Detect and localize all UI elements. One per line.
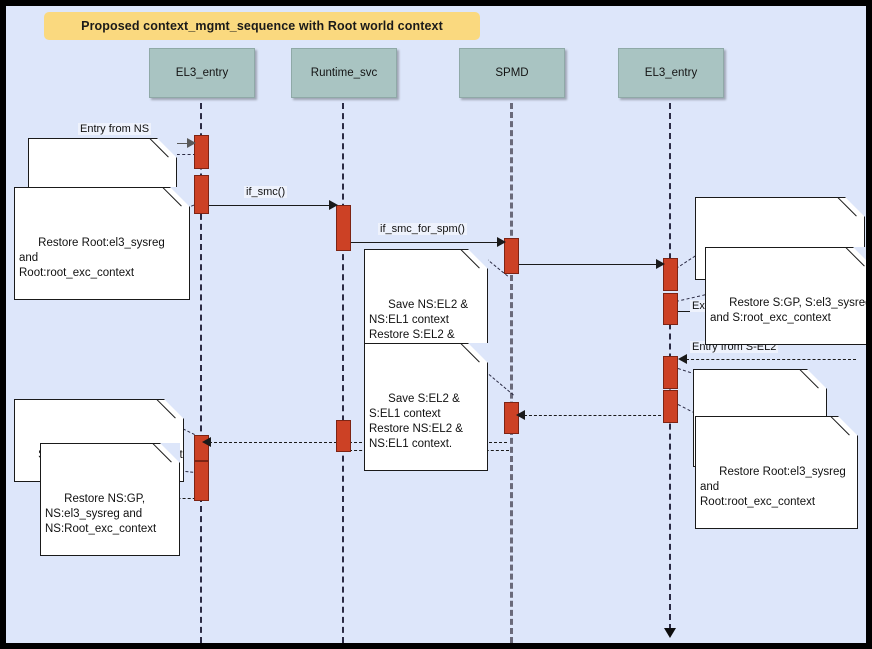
lifeline-header-el3-entry-2[interactable]: EL3_entry [618,48,724,98]
note-fold-icon [468,249,488,269]
message-line-if-smc-for-spm [349,242,499,243]
lifeline-label: Runtime_svc [310,67,378,79]
lifeline-label: SPMD [495,67,529,79]
message-arrowhead-if-smc-for-spm [497,237,506,247]
note-restore-s-gp: Restore S:GP, S:el3_sysreg and S:root_ex… [705,247,866,345]
activation-bar [194,135,209,169]
diagram-title-banner: Proposed context_mgmt_sequence with Root… [44,12,480,40]
lifeline-header-spmd[interactable]: SPMD [459,48,565,98]
message-arrowhead-spmd-to-el3-entry1-return [202,437,211,447]
activation-bar [663,390,678,423]
message-line-spmd-to-el3-entry [517,264,658,265]
activation-bar [663,293,678,325]
message-label-entry-from-ns: Entry from NS [78,123,152,135]
note-text: Save S:EL2 & S:EL1 context Restore NS:EL… [369,393,463,450]
message-line-entry-from-s-el2 [686,359,856,360]
note-text: Restore S:GP, S:el3_sysreg and S:root_ex… [710,297,866,324]
message-line-if-smc [207,205,331,206]
note-fold-icon [838,416,858,436]
message-arrowhead-if-smc [329,200,338,210]
note-fold-icon [160,443,180,463]
lifeline-label: EL3_entry [175,67,229,79]
activation-bar [194,175,209,214]
note-restore-root-1: Restore Root:el3_sysreg and Root:root_ex… [14,187,190,300]
sequence-diagram-surface: Proposed context_mgmt_sequence with Root… [6,6,866,643]
message-line-el3-entry-to-spmd-return [524,415,666,416]
activation-bar [194,461,209,501]
note-text: Restore Root:el3_sysreg and Root:root_ex… [19,237,165,279]
message-label-if-smc-for-spm: if_smc_for_spm() [378,223,467,235]
note-fold-icon [164,399,184,419]
note-restore-root-2: Restore Root:el3_sysreg and Root:root_ex… [695,416,858,529]
lifeline-stem-el3-entry-1 [200,103,202,643]
lifeline-end-arrow-el3-entry-2 [664,628,676,638]
message-line-spmd-to-el3-entry1-return [209,442,507,443]
note-fold-icon [845,197,865,217]
lifeline-label: EL3_entry [644,67,698,79]
note-text: Restore Root:el3_sysreg and Root:root_ex… [700,466,846,508]
diagram-title: Proposed context_mgmt_sequence with Root… [81,19,443,33]
lifeline-stem-runtime-svc [342,103,344,643]
activation-bar [663,356,678,389]
note-text: Restore NS:GP, NS:el3_sysreg and NS:Root… [45,493,157,535]
lifeline-stem-spmd [510,103,513,643]
message-arrowhead-el3-entry-to-spmd-return [516,410,525,420]
lifeline-header-el3-entry-1[interactable]: EL3_entry [149,48,255,98]
message-arrowhead-entry-from-ns [187,138,196,148]
activation-bar [336,420,351,452]
note-fold-icon [157,138,177,158]
note-leader-line [166,154,196,155]
note-save-s-el2: Save S:EL2 & S:EL1 context Restore NS:EL… [364,343,488,471]
note-fold-icon [468,343,488,363]
note-fold-icon [807,369,827,389]
activation-bar [663,258,678,291]
message-arrowhead-entry-from-s-el2 [678,354,687,364]
note-restore-ns-gp: Restore NS:GP, NS:el3_sysreg and NS:Root… [40,443,180,556]
note-fold-icon [170,187,190,207]
message-label-if-smc: if_smc() [244,186,288,198]
note-fold-icon [853,247,866,267]
message-arrowhead-spmd-to-el3-entry [656,259,665,269]
lifeline-header-runtime-svc[interactable]: Runtime_svc [291,48,397,98]
activation-bar [504,238,519,274]
activation-bar [336,205,351,251]
